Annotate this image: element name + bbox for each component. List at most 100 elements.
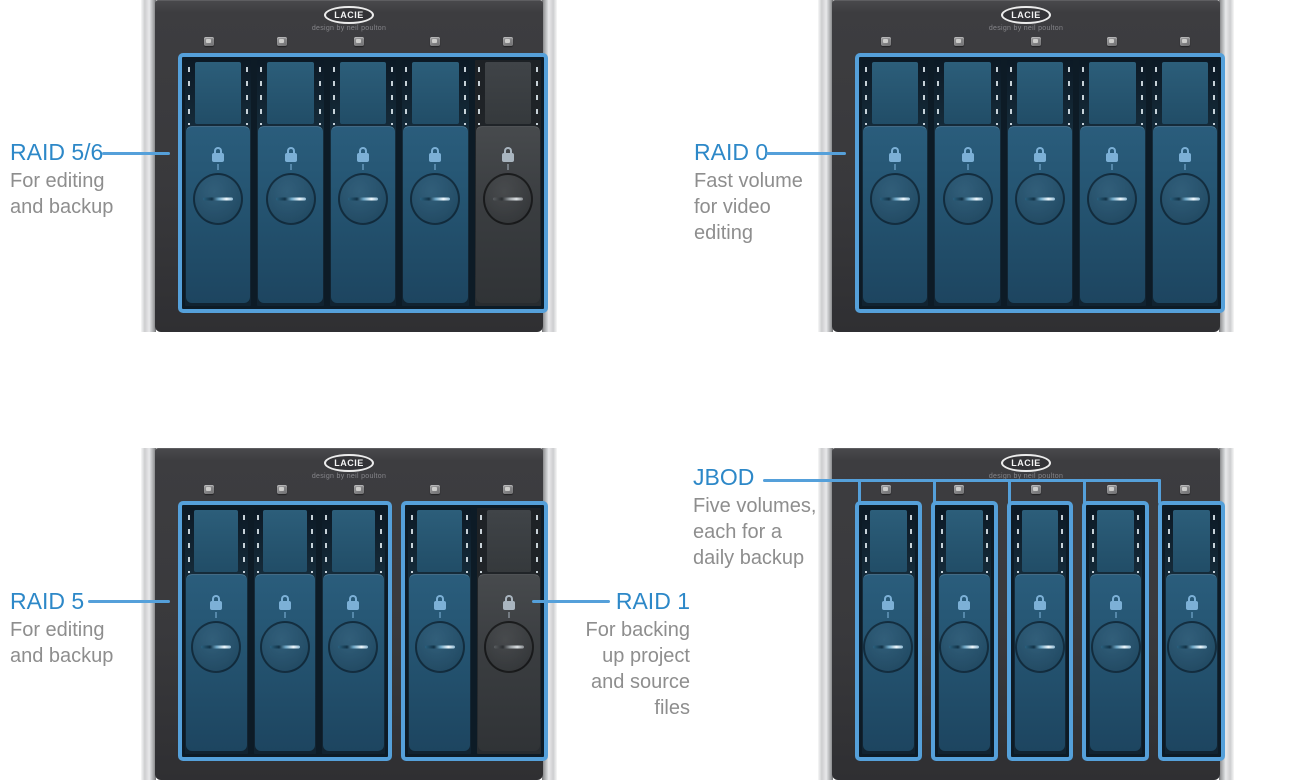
front-panel: LACIE design by neil poulton <box>832 448 1225 780</box>
knob-slot-icon <box>1025 197 1056 201</box>
lock-stem <box>217 164 220 170</box>
mount-ticks-left <box>1016 515 1019 573</box>
mount-ticks-right <box>311 515 314 573</box>
drive-back-panel <box>871 62 919 124</box>
lock-icon <box>1106 147 1119 162</box>
bay-groups <box>178 501 548 761</box>
drive-tray <box>1007 126 1073 303</box>
drive-tray <box>254 574 316 751</box>
led-indicator <box>881 485 891 494</box>
knob-dial <box>414 621 465 673</box>
drive-bay <box>329 60 397 306</box>
mount-ticks-right <box>391 67 394 125</box>
knob-slot-icon <box>338 645 369 649</box>
knob-dial <box>939 621 990 673</box>
tagline-text: design by neil poulton <box>311 473 387 480</box>
mount-ticks-right <box>466 515 469 573</box>
lock-icon <box>433 595 446 610</box>
knob-dial <box>1166 621 1217 673</box>
knob-slot-icon <box>873 645 904 649</box>
knob-slot-icon <box>880 197 911 201</box>
knob-slot-icon <box>1169 197 1200 201</box>
mount-ticks-right <box>536 67 539 125</box>
lock-icon <box>1178 147 1191 162</box>
annotation-desc-line: daily backup <box>693 547 805 569</box>
lock-stem <box>506 164 509 170</box>
annotation-desc-line: and backup <box>10 645 114 667</box>
lock-stem <box>434 164 437 170</box>
annotation-desc-line: editing <box>694 222 753 244</box>
jbod-leader-line <box>763 479 1161 482</box>
brand-text: LACIE <box>1011 458 1041 468</box>
drive-back-panel <box>194 510 239 572</box>
raid-group-outline <box>855 53 1225 313</box>
brand-text: LACIE <box>1011 10 1041 20</box>
annotation-desc-line: up project <box>602 645 690 667</box>
drive-back-panel <box>486 510 532 572</box>
drive-back-panel <box>262 510 307 572</box>
drive-bay <box>1079 60 1146 306</box>
drive-back-panel <box>331 510 376 572</box>
drive-tray <box>475 126 541 303</box>
raid-group-outline <box>1158 501 1225 761</box>
mount-ticks-right <box>1212 515 1215 573</box>
bay-groups <box>855 501 1225 761</box>
lock-stem <box>289 164 292 170</box>
mount-ticks-right <box>379 515 382 573</box>
knob-slot-icon <box>424 645 455 649</box>
lock-stem <box>1038 612 1041 618</box>
led-indicator <box>277 485 287 494</box>
jbod-leader-drop-2 <box>933 479 936 504</box>
drive-tray <box>323 574 384 751</box>
drive-tray <box>186 126 251 303</box>
lock-icon <box>889 147 902 162</box>
drive-bay <box>257 60 324 306</box>
drive-back-panel <box>1161 62 1209 124</box>
drive-back-panel <box>194 62 242 124</box>
knob-slot-icon <box>1024 645 1055 649</box>
lacie-logo: LACIE <box>1001 6 1051 24</box>
annotation-desc-line: for video <box>694 196 771 218</box>
drive-bay <box>1165 508 1218 754</box>
tagline-text: design by neil poulton <box>988 25 1064 32</box>
raid1-leader-line <box>532 600 610 603</box>
lock-icon <box>347 595 360 610</box>
lock-stem <box>362 164 365 170</box>
lock-stem <box>887 612 890 618</box>
lock-stem <box>1114 612 1117 618</box>
drive-tray <box>863 574 914 751</box>
knob-dial <box>259 621 310 673</box>
drive-back-panel <box>1021 510 1059 572</box>
drive-tray <box>186 574 247 751</box>
bay-groups <box>178 53 548 313</box>
mount-ticks-right <box>923 67 926 125</box>
drive-bay <box>1151 60 1219 306</box>
lock-stem <box>508 612 511 618</box>
drive-back-panel <box>869 510 907 572</box>
drive-back-panel <box>1016 62 1064 124</box>
jbod-title: JBOD <box>693 464 755 490</box>
lock-icon <box>284 147 297 162</box>
chassis-left-edge <box>818 0 833 332</box>
led-indicator <box>204 485 214 494</box>
annotation-desc-line: For editing <box>10 170 105 192</box>
knob-dial <box>484 621 535 673</box>
mount-ticks-right <box>242 515 245 573</box>
drive-bay <box>937 508 991 754</box>
mount-ticks-right <box>909 515 912 573</box>
tagline-text: design by neil poulton <box>988 473 1064 480</box>
mount-ticks-left <box>865 67 867 125</box>
mount-ticks-left <box>260 67 263 125</box>
raid-group-outline <box>178 53 548 313</box>
brand-text: LACIE <box>334 10 364 20</box>
knob-dial <box>1087 173 1138 225</box>
knob-slot-icon <box>269 645 300 649</box>
led-indicator <box>430 485 440 494</box>
chassis-left-edge <box>141 0 156 332</box>
